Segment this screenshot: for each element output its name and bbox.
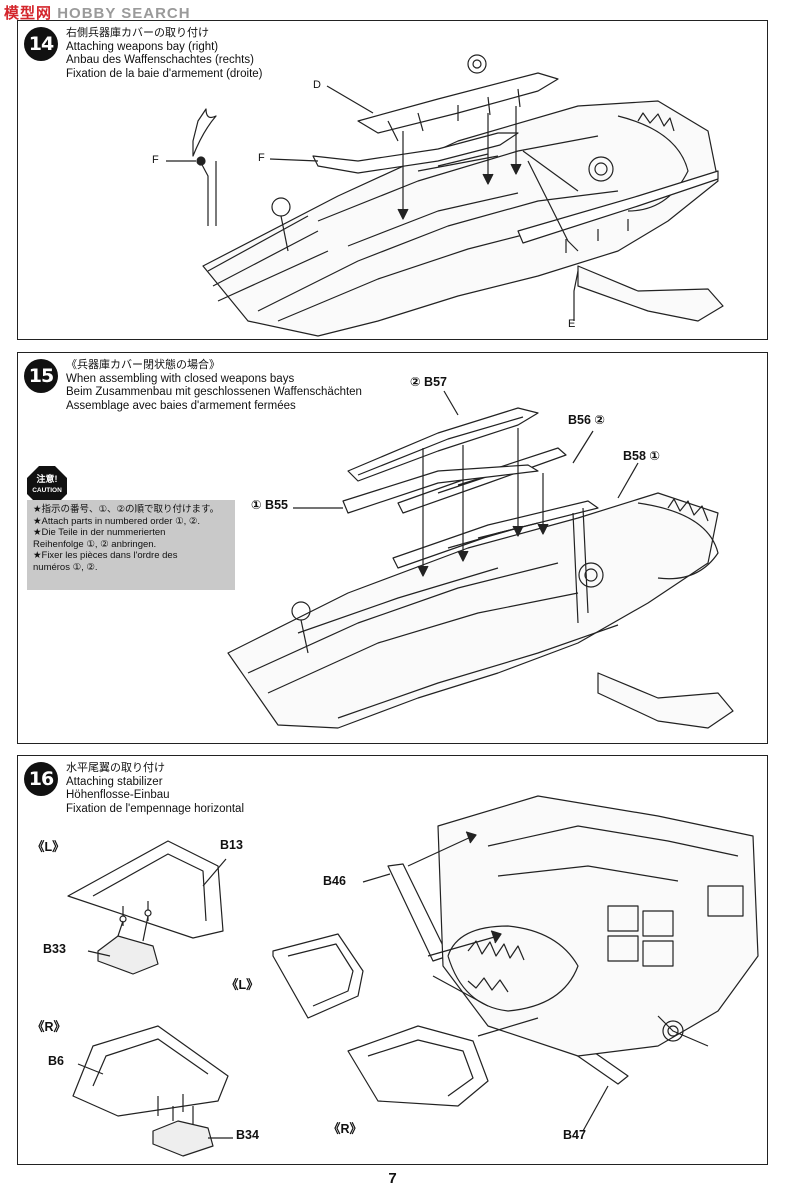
label-b56: B56 ② [568,413,605,427]
step-title: 《兵器庫カバー閉状態の場合》 When assembling with clos… [66,359,362,413]
label-b33: B33 [43,942,66,956]
watermark-cn: 模型网 [4,5,53,22]
watermark: 模型网 HOBBY SEARCH [4,2,191,23]
label-b57: ② B57 [410,375,447,389]
label-b6: B6 [48,1054,64,1068]
stabilizer-center-l [272,933,364,1019]
caution-line: ★Die Teile in der nummerierten [33,527,166,538]
step-title: 水平尾翼の取り付け Attaching stabilizer Höhenflos… [66,762,244,816]
label-right-bottom: 《R》 [328,1122,363,1136]
label-f1: F [152,154,159,166]
step-title-en: Attaching weapons bay (right) [66,40,219,53]
stabilizer-center-r [347,1025,489,1107]
step-title-jp: 右側兵器庫カバーの取り付け [66,27,209,39]
label-d: D [313,79,321,91]
caution-badge-jp: 注意! [36,474,58,484]
step-title-fr: Fixation de l'empennage horizontal [66,802,245,815]
caution-line: ★Attach parts in numbered order ①, ②. [33,515,201,527]
step-badge: 15 [24,359,58,393]
caution-box: ★指示の番号、①、②の順で取り付けます。 ★Attach parts in nu… [27,500,235,590]
step-badge: 14 [24,27,58,61]
caution-line: numéros ①, ②. [33,561,98,573]
step-title-en: Attaching stabilizer [66,775,163,788]
page-number: 7 [388,1170,397,1187]
bay-door-d [357,72,559,134]
label-b58: B58 ① [623,449,660,463]
caution-badge-text: 注意! CAUTION [26,474,68,496]
label-b34: B34 [236,1128,259,1142]
bracket-b34 [152,1120,214,1157]
caution-octagon-icon [27,466,67,506]
step-16-illustration [67,795,759,1157]
step-16-panel: 16 水平尾翼の取り付け Attaching stabilizer Höhenf… [17,755,768,1165]
step-title-de: Höhenflosse-Einbau [66,789,170,801]
step-15-illustration [227,390,734,729]
step-15-panel: 15 《兵器庫カバー閉状態の場合》 When assembling with c… [17,352,768,744]
rod-b46 [387,863,449,962]
door-b58 [392,500,599,569]
step-title: 右側兵器庫カバーの取り付け Attaching weapons bay (rig… [66,27,263,81]
label-left-mid: 《L》 [226,978,259,992]
label-e: E [568,318,576,330]
step-14-illustration [166,54,724,337]
rear-fuselage [437,795,759,1057]
step-title-jp: 《兵器庫カバー閉状態の場合》 [66,359,220,371]
label-b55: ① B55 [251,498,288,512]
step-badge: 16 [24,762,58,796]
watermark-en: HOBBY SEARCH [57,5,191,22]
fuselage-outline [202,100,719,337]
step-title-fr: Fixation de la baie d'armement (droite) [66,67,263,80]
caution-line: Reihenfolge ①, ② anbringen. [33,538,157,550]
fuselage-outline [227,492,719,729]
step-title-fr: Assemblage avec baies d'armement fermées [66,399,296,412]
step-title-jp: 水平尾翼の取り付け [66,762,165,774]
step-14-panel: 14 右側兵器庫カバーの取り付け Attaching weapons bay (… [17,20,768,340]
caution-badge-en: CAUTION [32,487,62,494]
label-b46: B46 [323,874,346,888]
label-f2: F [258,152,265,164]
step-title-en: When assembling with closed weapons bays [66,372,295,385]
caution-line: ★指示の番号、①、②の順で取り付けます。 [33,504,220,515]
label-b47: B47 [563,1128,586,1142]
label-left-top: 《L》 [32,840,65,854]
step-title-de: Anbau des Waffenschachtes (rechts) [66,54,254,66]
bay-door-e [517,170,719,244]
stabilizer-b13 [67,840,224,939]
part-f-small [192,108,217,157]
stabilizer-b6 [72,1025,229,1117]
caution-badge: 注意! CAUTION [26,465,68,507]
step-title-de: Beim Zusammenbau mit geschlossenen Waffe… [66,386,362,398]
caution-line: ★Fixer les pièces dans l'ordre des [33,550,178,561]
label-right-side: 《R》 [32,1020,67,1034]
label-b13: B13 [220,838,243,852]
